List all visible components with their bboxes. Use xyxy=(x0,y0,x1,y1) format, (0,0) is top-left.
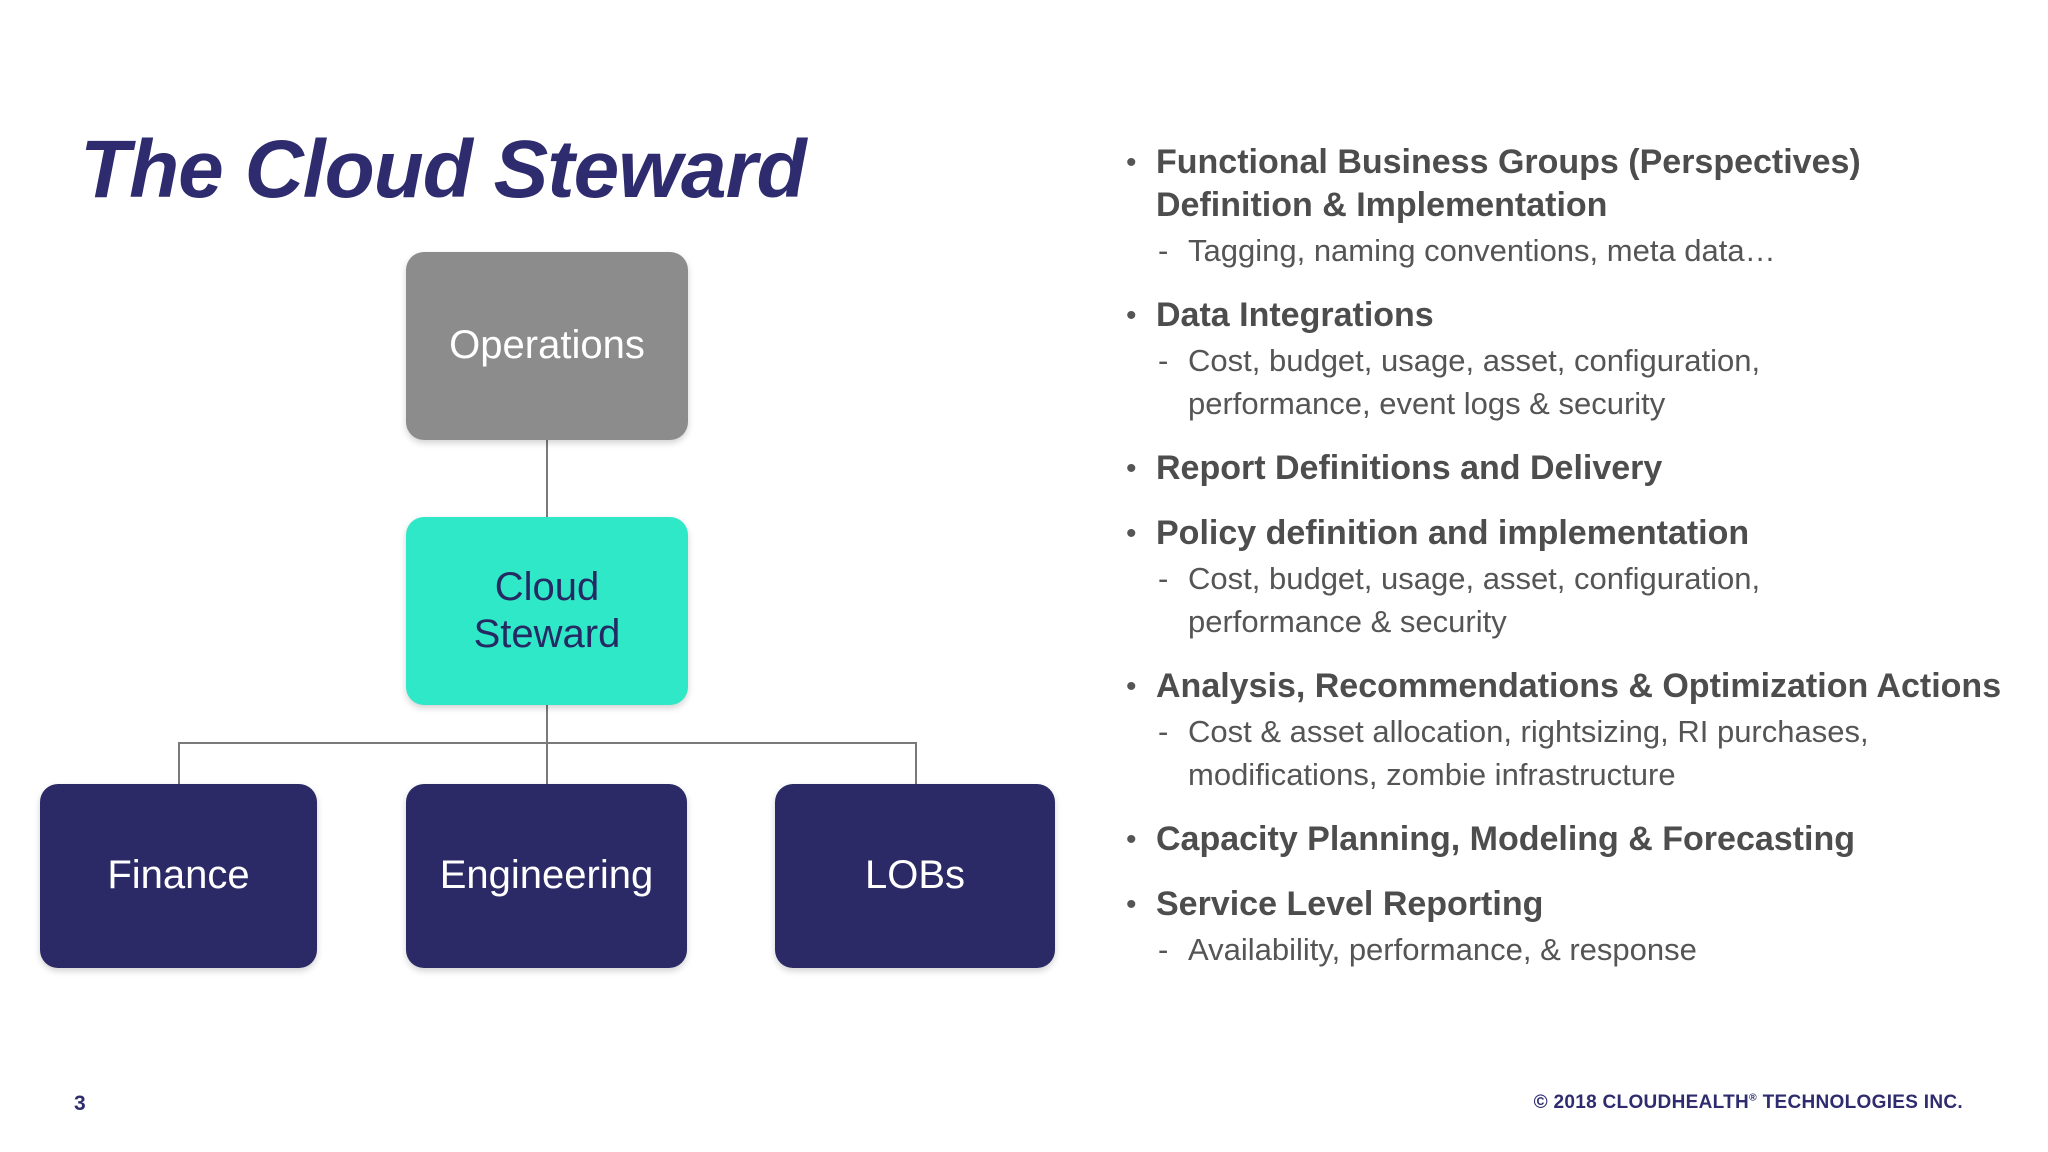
copyright-prefix: © 2018 CLOUDHEALTH xyxy=(1533,1092,1750,1113)
registered-trademark-symbol: ® xyxy=(1749,1092,1758,1104)
list-subitem: - Cost, budget, usage, asset, configurat… xyxy=(1156,557,2032,643)
list-item: • Data Integrations - Cost, budget, usag… xyxy=(1126,294,2032,425)
list-item-title: Functional Business Groups (Perspectives… xyxy=(1156,143,1861,224)
list-item: • Service Level Reporting - Availability… xyxy=(1126,883,2032,971)
list-subitem-text: Cost & asset allocation, rightsizing, RI… xyxy=(1188,714,1869,792)
connector-drop-lobs xyxy=(915,742,917,784)
list-subitem: - Tagging, naming conventions, meta data… xyxy=(1156,229,2032,272)
list-subitem-text: Tagging, naming conventions, meta data… xyxy=(1188,233,1776,268)
list-item-title: Data Integrations xyxy=(1156,296,1434,334)
list-subitem: - Cost & asset allocation, rightsizing, … xyxy=(1156,710,2032,796)
diagram-node-cloud-steward: Cloud Steward xyxy=(406,517,688,705)
list-item-title: Analysis, Recommendations & Optimization… xyxy=(1156,667,2002,705)
copyright-notice: © 2018 CLOUDHEALTH® TECHNOLOGIES INC. xyxy=(1534,1092,1963,1114)
dash-marker: - xyxy=(1158,233,1169,268)
list-item-title: Policy definition and implementation xyxy=(1156,514,1750,552)
responsibilities-list: • Functional Business Groups (Perspectiv… xyxy=(1126,141,2032,993)
list-item: • Analysis, Recommendations & Optimizati… xyxy=(1126,665,2032,796)
connector-cloud-steward-riser xyxy=(546,705,548,744)
bullet-marker: • xyxy=(1126,670,1137,703)
diagram-node-lobs: LOBs xyxy=(775,784,1055,968)
dash-marker: - xyxy=(1158,561,1169,596)
connector-operations-to-cloud-steward xyxy=(546,440,548,517)
list-item: • Functional Business Groups (Perspectiv… xyxy=(1126,141,2032,272)
list-subitem-text: Availability, performance, & response xyxy=(1188,932,1697,967)
connector-drop-finance xyxy=(178,742,180,784)
copyright-suffix: TECHNOLOGIES INC. xyxy=(1757,1092,1963,1113)
diagram-node-finance: Finance xyxy=(40,784,317,968)
list-item: • Capacity Planning, Modeling & Forecast… xyxy=(1126,818,2032,861)
dash-marker: - xyxy=(1158,932,1169,967)
dash-marker: - xyxy=(1158,343,1169,378)
bullet-marker: • xyxy=(1126,146,1137,179)
list-item-title: Report Definitions and Delivery xyxy=(1156,449,1663,487)
bullet-marker: • xyxy=(1126,888,1137,921)
list-item: • Report Definitions and Delivery xyxy=(1126,447,2032,490)
list-subitem: - Cost, budget, usage, asset, configurat… xyxy=(1156,339,2032,425)
page-number: 3 xyxy=(74,1092,86,1115)
list-subitem: - Availability, performance, & response xyxy=(1156,928,2032,971)
diagram-node-engineering: Engineering xyxy=(406,784,687,968)
list-item: • Policy definition and implementation -… xyxy=(1126,512,2032,643)
connector-drop-engineering xyxy=(546,742,548,784)
bullet-marker: • xyxy=(1126,517,1137,550)
diagram-node-operations: Operations xyxy=(406,252,688,440)
list-subitem-text: Cost, budget, usage, asset, configuratio… xyxy=(1188,343,1761,421)
bullet-marker: • xyxy=(1126,823,1137,856)
dash-marker: - xyxy=(1158,714,1169,749)
list-subitem-text: Cost, budget, usage, asset, configuratio… xyxy=(1188,561,1761,639)
bullet-marker: • xyxy=(1126,452,1137,485)
slide-title: The Cloud Steward xyxy=(80,123,807,215)
list-item-title: Service Level Reporting xyxy=(1156,885,1544,923)
bullet-marker: • xyxy=(1126,299,1137,332)
list-item-title: Capacity Planning, Modeling & Forecastin… xyxy=(1156,820,1855,858)
